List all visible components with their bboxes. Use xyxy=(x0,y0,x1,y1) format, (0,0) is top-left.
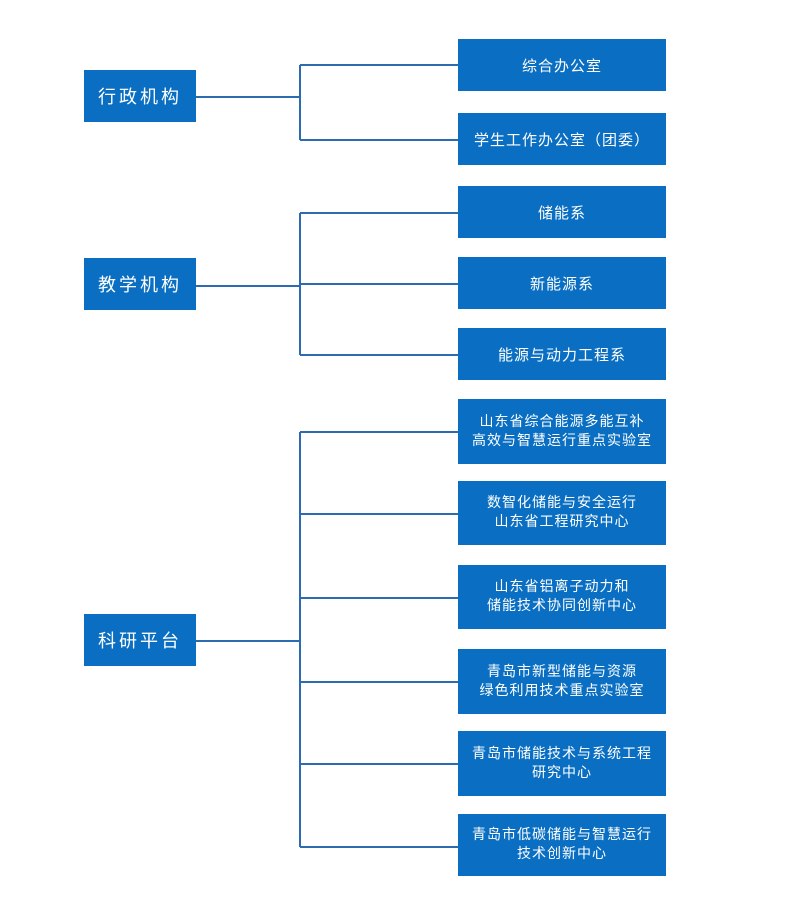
unit-energy-power-engineering-dept: 能源与动力工程系 xyxy=(458,328,666,380)
category-admin-label: 行政机构 xyxy=(98,87,182,108)
unit-label: 储能系 xyxy=(537,203,586,222)
unit-research-center-2: 数智化储能与安全运行 山东省工程研究中心 xyxy=(458,481,666,545)
category-research-label: 科研平台 xyxy=(98,631,182,652)
unit-research-center-5: 青岛市储能技术与系统工程 研究中心 xyxy=(458,731,666,796)
unit-label: 新能源系 xyxy=(529,274,594,293)
unit-general-office: 综合办公室 xyxy=(458,39,666,91)
unit-new-energy-dept: 新能源系 xyxy=(458,257,666,309)
unit-label: 能源与动力工程系 xyxy=(497,345,626,364)
unit-label-line2: 高效与智慧运行重点实验室 xyxy=(472,432,652,449)
unit-label: 综合办公室 xyxy=(521,56,602,75)
category-research: 科研平台 xyxy=(84,614,196,666)
unit-energy-storage-dept: 储能系 xyxy=(458,186,666,238)
unit-research-lab-4: 青岛市新型储能与资源 绿色利用技术重点实验室 xyxy=(458,649,666,714)
unit-student-affairs-office: 学生工作办公室（团委） xyxy=(458,113,666,165)
unit-label-line1: 山东省铝离子动力和 xyxy=(494,579,630,596)
unit-research-center-3: 山东省铝离子动力和 储能技术协同创新中心 xyxy=(458,565,666,629)
category-teaching: 教学机构 xyxy=(84,258,196,310)
unit-research-center-6: 青岛市低碳储能与智慧运行 技术创新中心 xyxy=(458,814,666,876)
unit-label-line1: 数智化储能与安全运行 xyxy=(487,495,637,512)
unit-label-line1: 山东省综合能源多能互补 xyxy=(479,413,645,430)
unit-research-lab-1: 山东省综合能源多能互补 高效与智慧运行重点实验室 xyxy=(458,399,666,464)
unit-label: 学生工作办公室（团委） xyxy=(473,130,650,149)
unit-label-line2: 绿色利用技术重点实验室 xyxy=(479,682,645,699)
unit-label-line1: 青岛市低碳储能与智慧运行 xyxy=(472,827,652,844)
unit-label-line1: 青岛市储能技术与系统工程 xyxy=(472,745,652,762)
unit-label-line1: 青岛市新型储能与资源 xyxy=(487,663,637,680)
unit-label-line2: 技术创新中心 xyxy=(517,846,607,862)
unit-label-line2: 研究中心 xyxy=(532,764,592,781)
category-admin: 行政机构 xyxy=(84,70,196,122)
category-teaching-label: 教学机构 xyxy=(98,275,182,296)
unit-label-line2: 储能技术协同创新中心 xyxy=(487,598,637,614)
unit-label-line2: 山东省工程研究中心 xyxy=(494,514,630,530)
